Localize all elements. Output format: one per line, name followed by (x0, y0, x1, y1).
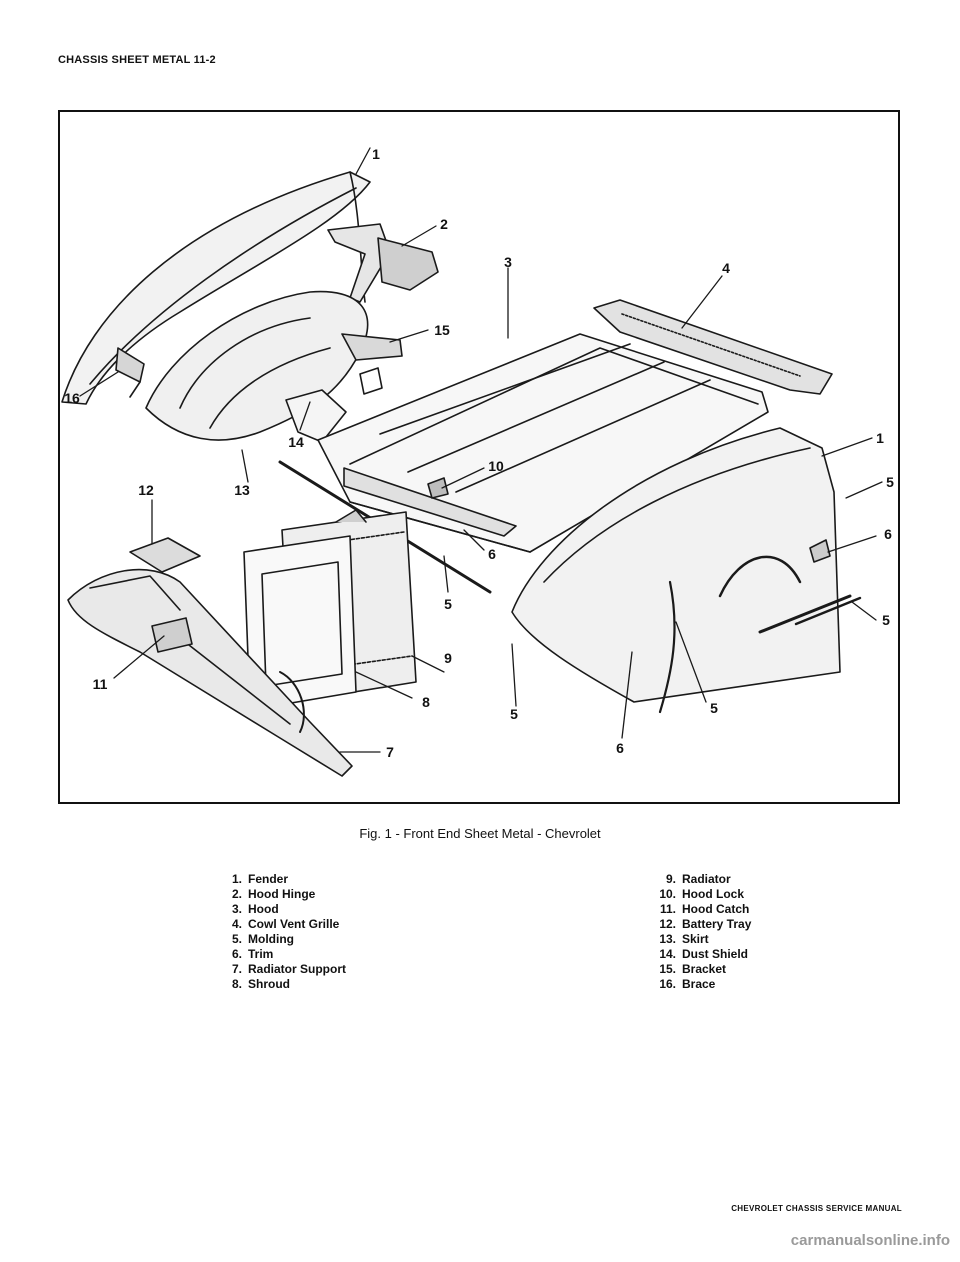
callout-label: 5 (882, 612, 890, 628)
legend-label: Hood Hinge (248, 887, 316, 901)
legend-item: 15. Bracket (648, 962, 751, 977)
legend-item: 10. Hood Lock (648, 887, 751, 902)
legend-number: 6. (231, 947, 242, 961)
legend-number: 14. (659, 947, 676, 961)
callout-label: 3 (504, 254, 512, 270)
radiator-support-part (67, 568, 353, 777)
callout-label: 16 (64, 390, 80, 406)
legend-number: 13. (659, 932, 676, 946)
legend-number: 8. (231, 977, 242, 991)
callout-label: 5 (886, 474, 894, 490)
legend-label: Trim (248, 947, 274, 961)
legend-item: 7. Radiator Support (214, 962, 346, 977)
legend-label: Brace (682, 977, 716, 991)
legend-number: 7. (231, 962, 242, 976)
legend-label: Hood (248, 902, 279, 916)
legend-item: 8. Shroud (214, 977, 346, 992)
callout-leaders (79, 147, 883, 753)
exploded-view-drawing (61, 147, 883, 777)
callout-label: 6 (884, 526, 892, 542)
bracket-part (341, 333, 403, 395)
legend-label: Battery Tray (682, 917, 752, 931)
callout-label: 9 (444, 650, 452, 666)
hood-hinge-part (327, 223, 439, 303)
right-fender-part (511, 427, 841, 714)
legend-item: 12. Battery Tray (648, 917, 751, 932)
page-footer: CHEVROLET CHASSIS SERVICE MANUAL (731, 1204, 902, 1213)
parts-legend-left: 1. Fender 2. Hood Hinge 3. Hood 4. Cowl Vent… (214, 872, 346, 992)
legend-label: Bracket (682, 962, 727, 976)
legend-number: 9. (665, 872, 676, 886)
legend-item: 1. Fender (214, 872, 346, 887)
watermark: carmanualsonline.info (790, 1232, 950, 1249)
callout-label: 8 (422, 694, 430, 710)
callout-label: 2 (440, 216, 448, 232)
legend-number: 1. (231, 872, 242, 886)
trim-part (343, 467, 831, 563)
legend-number: 10. (659, 887, 676, 901)
legend-item: 2. Hood Hinge (214, 887, 346, 902)
hood-lock-part (427, 477, 449, 499)
legend-number: 12. (659, 917, 676, 931)
callout-label: 11 (92, 676, 108, 692)
legend-number: 16. (659, 977, 676, 991)
legend-label: Radiator Support (248, 962, 346, 976)
callout-label: 6 (488, 546, 496, 562)
battery-tray-part (129, 537, 201, 573)
cowl-vent-grille-part (593, 299, 833, 395)
legend-item: 16. Brace (648, 977, 751, 992)
legend-number: 4. (231, 917, 242, 931)
callout-label: 10 (488, 458, 504, 474)
legend-label: Radiator (682, 872, 731, 886)
legend-item: 14. Dust Shield (648, 947, 751, 962)
callout-label: 7 (386, 744, 394, 760)
legend-item: 5. Molding (214, 932, 346, 947)
callout-label: 4 (722, 260, 730, 276)
legend-label: Fender (248, 872, 289, 886)
legend-number: 11. (659, 902, 676, 916)
legend-item: 13. Skirt (648, 932, 751, 947)
legend-item: 6. Trim (214, 947, 346, 962)
callout-label: 5 (710, 700, 718, 716)
legend-number: 3. (231, 902, 242, 916)
page-header: CHASSIS SHEET METAL 11-2 (58, 54, 216, 66)
callout-label: 12 (138, 482, 154, 498)
brace-part (115, 347, 145, 383)
callout-label: 14 (288, 434, 304, 450)
callout-label: 6 (616, 740, 624, 756)
callout-label: 1 (372, 146, 380, 162)
legend-number: 15. (659, 962, 676, 976)
callout-label: 1 (876, 430, 884, 446)
legend-label: Cowl Vent Grille (248, 917, 340, 931)
legend-label: Skirt (682, 932, 709, 946)
legend-number: 2. (231, 887, 242, 901)
parts-legend-right: 9. Radiator 10. Hood Lock 11. Hood Catch 12… (648, 872, 751, 992)
legend-item: 4. Cowl Vent Grille (214, 917, 346, 932)
legend-item: 9. Radiator (648, 872, 751, 887)
figure-caption: Fig. 1 - Front End Sheet Metal - Chevrol… (359, 826, 601, 841)
legend-label: Molding (248, 932, 294, 946)
legend-label: Shroud (248, 977, 290, 991)
legend-item: 11. Hood Catch (648, 902, 751, 917)
legend-number: 5. (231, 932, 242, 946)
callout-label: 5 (444, 596, 452, 612)
legend-label: Hood Lock (682, 887, 744, 901)
legend-label: Dust Shield (682, 947, 749, 961)
callout-label: 13 (234, 482, 250, 498)
callout-label: 15 (434, 322, 450, 338)
figure-frame: 1 2 3 4 15 16 14 1 10 5 12 13 6 6 5 5 9 … (58, 110, 900, 804)
legend-item: 3. Hood (214, 902, 346, 917)
callout-label: 5 (510, 706, 518, 722)
legend-label: Hood Catch (682, 902, 750, 916)
